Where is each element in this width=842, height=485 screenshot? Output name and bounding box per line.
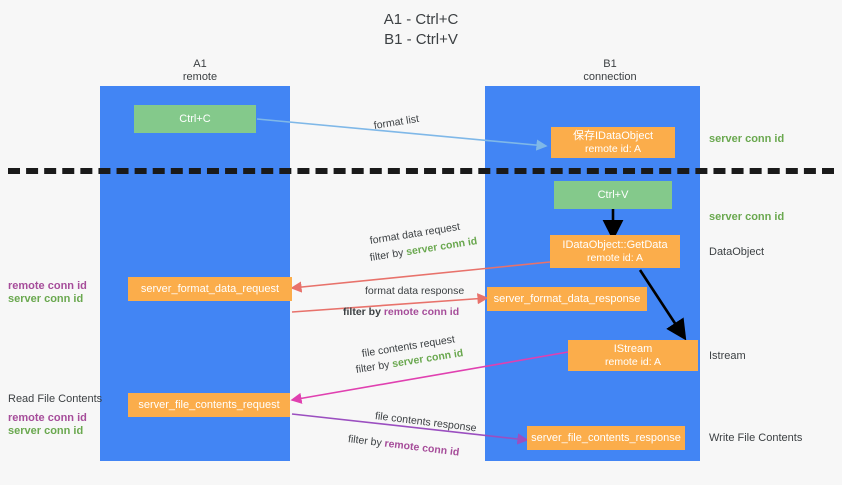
filter-prefix: filter by <box>343 306 384 318</box>
node-server-format-data-response-label: server_format_data_response <box>493 292 641 305</box>
node-save-idataobject-sub: remote id: A <box>584 142 642 155</box>
node-save-idataobject-label: 保存IDataObject <box>572 129 654 142</box>
node-idataobject-getdata[interactable]: IDataObject::GetData remote id: A <box>550 235 680 268</box>
filter-prefix: filter by <box>368 246 408 264</box>
node-idataobject-getdata-sub: remote id: A <box>586 251 644 264</box>
node-server-file-contents-request[interactable]: server_file_contents_request <box>128 393 290 417</box>
filter-prefix: filter by <box>347 433 386 450</box>
node-server-format-data-request[interactable]: server_format_data_request <box>128 277 292 301</box>
lane-header-a1: A1 remote <box>140 58 260 84</box>
node-server-format-data-request-label: server_format_data_request <box>140 282 280 295</box>
note-server-conn-id-mid: server conn id <box>709 211 785 223</box>
lane-a1-name: A1 <box>193 58 207 70</box>
node-server-file-contents-response-label: server_file_contents_response <box>531 431 681 444</box>
note-read-file-contents: Read File Contents <box>8 393 103 405</box>
node-istream-label: IStream <box>613 342 653 355</box>
node-istream[interactable]: IStream remote id: A <box>568 340 698 371</box>
edge-label-format-data-response: format data response <box>365 285 465 297</box>
edge-label-file-contents-response-filter: filter by remote conn id <box>347 433 460 460</box>
note-remote-conn-id-mid: remote conn id <box>8 280 87 292</box>
filter-prefix: filter by <box>354 358 394 376</box>
node-ctrl-c-label: Ctrl+C <box>179 112 211 125</box>
node-server-file-contents-request-label: server_file_contents_request <box>138 398 280 411</box>
note-server-conn-id-low: server conn id <box>8 425 84 437</box>
lane-a1-sub: remote <box>182 71 218 83</box>
filter-key-remote-conn-id: remote conn id <box>383 306 460 318</box>
edge-label-format-list: format list <box>372 112 420 132</box>
title-line-1: A1 - Ctrl+C <box>383 11 459 28</box>
edge-label-format-data-response-filter: filter by remote conn id <box>343 306 459 319</box>
node-server-file-contents-response[interactable]: server_file_contents_response <box>527 426 685 450</box>
node-ctrl-c[interactable]: Ctrl+C <box>134 105 256 133</box>
page-title: A1 - Ctrl+C B1 - Ctrl+V <box>0 10 842 50</box>
node-ctrl-v[interactable]: Ctrl+V <box>554 181 672 209</box>
lane-header-b1: B1 connection <box>550 58 670 84</box>
node-idataobject-getdata-label: IDataObject::GetData <box>562 238 668 251</box>
note-server-conn-id-top: server conn id <box>709 133 785 145</box>
note-server-conn-id-mid-left: server conn id <box>8 293 84 305</box>
note-remote-conn-id-low: remote conn id <box>8 412 87 424</box>
filter-key-remote-conn-id: remote conn id <box>383 437 460 459</box>
node-istream-sub: remote id: A <box>604 355 662 368</box>
note-dataobject: DataObject <box>709 246 765 258</box>
phase-divider <box>8 168 834 174</box>
note-write-file-contents: Write File Contents <box>709 432 803 444</box>
node-save-idataobject[interactable]: 保存IDataObject remote id: A <box>551 127 675 158</box>
title-line-2: B1 - Ctrl+V <box>384 31 458 48</box>
node-ctrl-v-label: Ctrl+V <box>597 188 629 201</box>
lane-b1-sub: connection <box>583 71 637 83</box>
note-istream: Istream <box>709 350 746 362</box>
lane-b1-name: B1 <box>603 58 617 70</box>
node-server-format-data-response[interactable]: server_format_data_response <box>487 287 647 311</box>
edge-label-file-contents-response: file contents response <box>374 410 478 435</box>
